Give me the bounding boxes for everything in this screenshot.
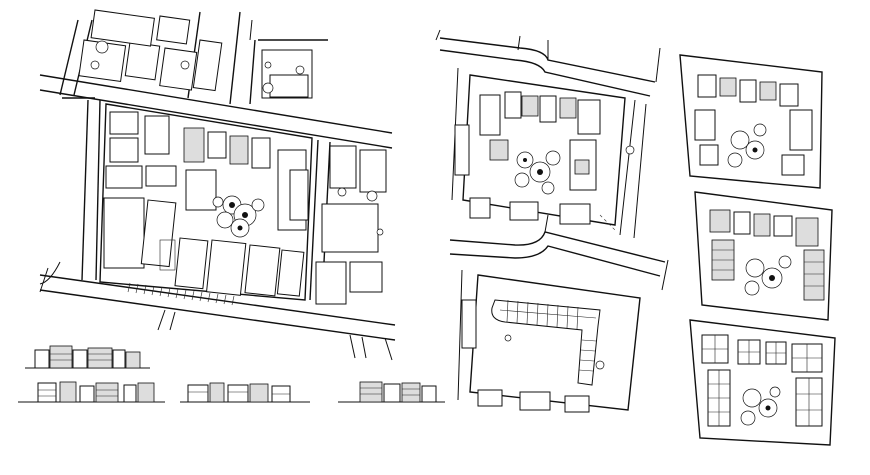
tree-cluster-plan-3 — [740, 386, 781, 426]
elevation-4 — [338, 381, 445, 403]
tree-cluster-courtyard — [212, 195, 265, 238]
block-plan-upper — [435, 29, 661, 239]
tree-cluster-upper — [514, 150, 561, 195]
block-plan-lower-parking — [449, 214, 669, 413]
floor-plan-typical-2 — [694, 191, 833, 321]
tree-cluster-plan-1 — [727, 123, 767, 168]
tree-cluster-plan-2 — [744, 255, 792, 296]
floor-plan-typical-1 — [679, 54, 823, 189]
main-site-plan — [39, 9, 396, 361]
elevation-1 — [25, 345, 150, 369]
elevation-3 — [180, 382, 310, 403]
elevation-2 — [18, 381, 165, 403]
floor-plan-typical-3 — [689, 319, 836, 446]
